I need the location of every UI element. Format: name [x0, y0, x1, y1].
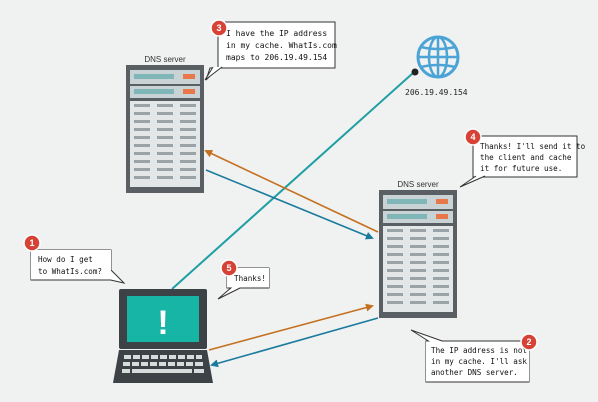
- arrow-server2-to-client: [210, 317, 379, 368]
- svg-text:Thanks! I'll send it to: Thanks! I'll send it to the client and c…: [480, 142, 590, 173]
- svg-text:The IP address is not in: The IP address is not in my cache. I'll …: [431, 346, 532, 377]
- step-3-badge: 3: [210, 19, 228, 37]
- svg-text:3: 3: [216, 23, 221, 33]
- globe-ip-label: 206.19.49.154: [405, 88, 468, 97]
- step-3-line-2: in my cache. WhatIs.com: [226, 41, 337, 50]
- callout-step-2: The IP address is not in my cache. I'll …: [410, 329, 532, 383]
- arrow-server2-to-server1: [204, 149, 379, 233]
- step-2-badge: 2: [520, 333, 538, 351]
- laptop-icon: !: [113, 289, 213, 383]
- svg-text:5: 5: [226, 263, 231, 273]
- callout-step-5: Thanks!: [217, 267, 270, 300]
- step-4-line-2: the client and cache: [480, 153, 572, 162]
- laptop-screen: [127, 296, 199, 342]
- svg-text:4: 4: [470, 132, 475, 142]
- dns-server-2: DNS server: [379, 180, 457, 318]
- dns-server-1: DNS server: [126, 55, 204, 193]
- svg-text:1: 1: [29, 238, 34, 248]
- laptop-base: [113, 350, 213, 383]
- globe-icon: [416, 35, 460, 79]
- step-1-line-2: to WhatIs.com?: [38, 267, 102, 276]
- server-2-label: DNS server: [397, 180, 439, 189]
- step-3-line-3: maps to 206.19.49.154: [226, 53, 327, 62]
- step-2-line-2: in my cache. I'll ask: [431, 357, 527, 366]
- step-2-line-3: another DNS server.: [431, 368, 518, 377]
- step-1-line-1: How do I get: [38, 255, 93, 264]
- arrow-client-to-server2: [208, 303, 374, 351]
- step-5-line-1: Thanks!: [234, 274, 266, 283]
- step-5-badge: 5: [220, 259, 238, 277]
- server-1-label: DNS server: [144, 55, 186, 64]
- step-4-line-1: Thanks! I'll send it to: [480, 142, 586, 151]
- callout-step-3: I have the IP address in my cache. WhatI…: [204, 21, 342, 81]
- step-2-line-1: The IP address is not: [431, 346, 527, 355]
- alert-glyph: !: [157, 304, 168, 342]
- svg-text:How do I get to WhatIs.c: How do I get to WhatIs.com?: [38, 255, 102, 276]
- callout-step-4: Thanks! I'll send it to the client and c…: [459, 135, 590, 188]
- step-3-line-1: I have the IP address: [226, 29, 327, 38]
- arrow-server1-to-server2: [205, 169, 374, 240]
- step-4-line-3: it for future use.: [480, 164, 562, 173]
- globe-endpoint-dot: [411, 68, 419, 76]
- step-1-badge: 1: [23, 234, 41, 252]
- callout-step-1: How do I get to WhatIs.com?: [30, 249, 126, 284]
- step-4-badge: 4: [464, 128, 482, 146]
- teal-arrow-to-globe: [171, 72, 414, 290]
- svg-text:2: 2: [526, 337, 531, 347]
- svg-text:I have the IP address in: I have the IP address in my cache. WhatI…: [226, 29, 342, 62]
